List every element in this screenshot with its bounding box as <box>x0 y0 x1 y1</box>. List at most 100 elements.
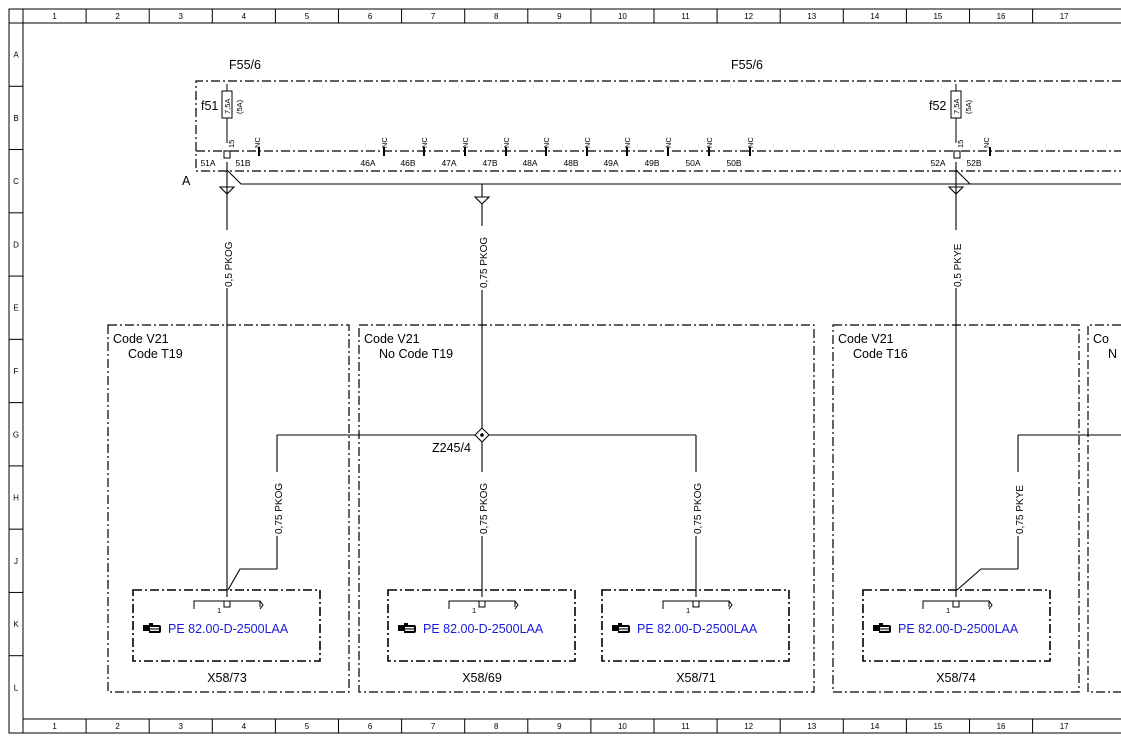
drawing-frame <box>8 8 1121 734</box>
grid-column-label: 10 <box>618 12 627 21</box>
grid-row-label: D <box>13 240 19 249</box>
reference-text[interactable]: PE 82.00-D-2500LAA <box>637 622 758 636</box>
pin-number: 1 <box>686 606 690 615</box>
nc-label: NC <box>623 137 632 148</box>
nc-label: NC <box>461 137 470 148</box>
reference-text[interactable]: PE 82.00-D-2500LAA <box>423 622 544 636</box>
svg-text:NC: NC <box>253 137 262 148</box>
wire-label: 0,5 PKOG <box>224 241 235 287</box>
grid-column-label: 1 <box>52 722 57 731</box>
svg-text:Code V21: Code V21 <box>113 332 169 346</box>
reference-text[interactable]: PE 82.00-D-2500LAA <box>168 622 289 636</box>
grid-row-label: K <box>13 620 19 629</box>
grid-column-label: 5 <box>305 722 310 731</box>
fuse-box <box>195 80 1121 172</box>
svg-text:Code V21: Code V21 <box>364 332 420 346</box>
nc-label: NC <box>664 137 673 148</box>
grid-column-label: 11 <box>681 722 690 731</box>
grid-column-label: 14 <box>870 722 879 731</box>
grid-column-label: 14 <box>870 12 879 21</box>
grid-row-label: F <box>14 367 19 376</box>
reference-link[interactable]: PE 82.00-D-2500LAA <box>612 622 758 636</box>
grid-column-label: 15 <box>933 722 942 731</box>
nc-label: NC <box>746 137 755 148</box>
wiring <box>218 162 1121 597</box>
grid-column-label: 4 <box>242 722 247 731</box>
reference-link[interactable]: PE 82.00-D-2500LAA <box>873 622 1019 636</box>
grid-column-label: 9 <box>557 722 562 731</box>
terminal-label: 51B <box>235 158 250 168</box>
grid-column-label: 15 <box>933 12 942 21</box>
nc-label: NC <box>705 137 714 148</box>
wire-labels: 0,5 PKOG 0,75 PKOG 0,5 PKYE 0,75 PKOG 0,… <box>219 226 1026 536</box>
grid-column-label: 2 <box>115 722 120 731</box>
grid-column-label: 5 <box>305 12 310 21</box>
svg-text:No Code T19: No Code T19 <box>379 347 453 361</box>
grid-row-label: J <box>14 557 18 566</box>
reference-text[interactable]: PE 82.00-D-2500LAA <box>898 622 1019 636</box>
terminal-label: 49A <box>603 158 618 168</box>
pin-number: 1 <box>217 606 221 615</box>
grid-column-label: 8 <box>494 12 499 21</box>
svg-text:N: N <box>1108 347 1117 361</box>
terminal-label: 50A <box>685 158 700 168</box>
fuse-f52: f52 7,5A (5A) 15 NC <box>929 84 991 148</box>
svg-text:Code T19: Code T19 <box>128 347 183 361</box>
grid-column-label: 7 <box>431 12 436 21</box>
svg-text:Co: Co <box>1093 332 1109 346</box>
svg-text:Code V21: Code V21 <box>838 332 894 346</box>
pointing-hand-icon <box>873 623 891 633</box>
code-block-1: Code V21 Code T19 <box>107 324 350 693</box>
splice-z245-4: Z245/4 <box>432 427 490 455</box>
connector-name: X58/74 <box>936 671 976 685</box>
wire-label: 0,75 PKOG <box>479 237 490 288</box>
grid-column-label: 2 <box>115 12 120 21</box>
terminal-label: 52A <box>930 158 945 168</box>
nc-label: NC <box>380 137 389 148</box>
svg-text:f52: f52 <box>929 99 946 113</box>
grid-column-label: 13 <box>807 722 816 731</box>
reference-link[interactable]: PE 82.00-D-2500LAA <box>398 622 544 636</box>
grid-column-label: 17 <box>1060 12 1069 21</box>
grid-column-label: 3 <box>179 722 184 731</box>
grid-row-label: C <box>13 177 19 186</box>
grid-column-label: 9 <box>557 12 562 21</box>
connector-name: X58/73 <box>207 671 247 685</box>
grid-column-label: 12 <box>744 12 753 21</box>
grid-column-label: 4 <box>242 12 247 21</box>
grid-row-label: A <box>13 51 19 60</box>
wire-label: 0,75 PKOG <box>274 483 285 534</box>
nc-label: NC <box>542 137 551 148</box>
reference-link[interactable]: PE 82.00-D-2500LAA <box>143 622 289 636</box>
svg-text:7,5A: 7,5A <box>223 99 232 114</box>
svg-text:f51: f51 <box>201 99 218 113</box>
terminal-label: 48A <box>522 158 537 168</box>
wire-label: 0,5 PKYE <box>953 243 964 287</box>
code-block-3: Code V21 Code T16 <box>832 324 1080 693</box>
grid-row-label: B <box>13 114 18 123</box>
terminal-label: 51A <box>200 158 215 168</box>
grid-row-label: E <box>13 304 18 313</box>
svg-text:(5A): (5A) <box>235 99 244 114</box>
grid-column-label: 16 <box>997 722 1006 731</box>
grid-column-label: 11 <box>681 12 690 21</box>
code-block-2: Code V21 No Code T19 <box>358 324 815 693</box>
terminal-label: 50B <box>726 158 741 168</box>
pointing-hand-icon <box>143 623 161 633</box>
pointing-hand-icon <box>612 623 630 633</box>
nc-label: NC <box>420 137 429 148</box>
grid-column-label: 6 <box>368 722 373 731</box>
grid-row-label: L <box>14 683 19 692</box>
terminal-label: 46B <box>400 158 415 168</box>
fuse-box-label-left: F55/6 <box>229 58 261 72</box>
terminal-label: 47A <box>441 158 456 168</box>
pointing-hand-icon <box>398 623 416 633</box>
terminal-label: 49B <box>644 158 659 168</box>
